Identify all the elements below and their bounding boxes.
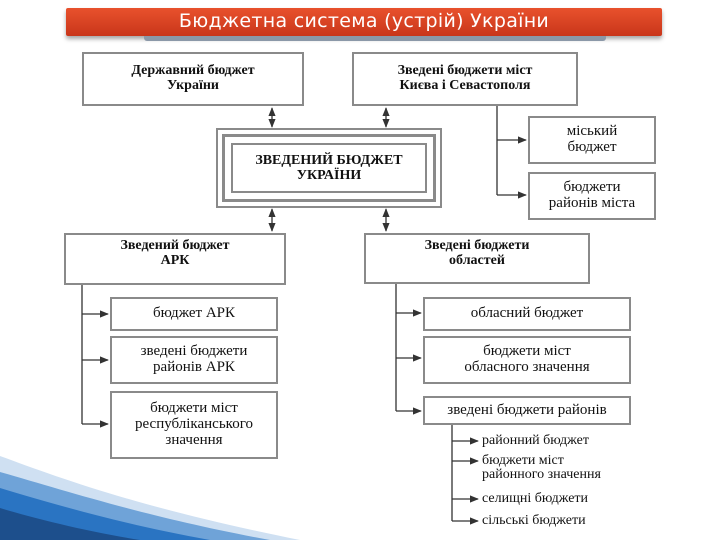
page-title: Бюджетна система (устрій) України — [178, 10, 550, 32]
oblast-budget-box: обласний бюджет — [423, 297, 631, 331]
title-bar: Бюджетна система (устрій) України — [66, 8, 662, 41]
district-item-rayon: районний бюджет — [482, 433, 589, 448]
corner-swoosh-decoration — [0, 456, 300, 540]
district-consolidated-box: зведені бюджети районів — [423, 396, 631, 425]
ark-budget-box: бюджет АРК — [110, 297, 278, 331]
district-item-settlement: селищні бюджети — [482, 491, 589, 506]
district-item-village: сільські бюджети — [482, 513, 586, 528]
